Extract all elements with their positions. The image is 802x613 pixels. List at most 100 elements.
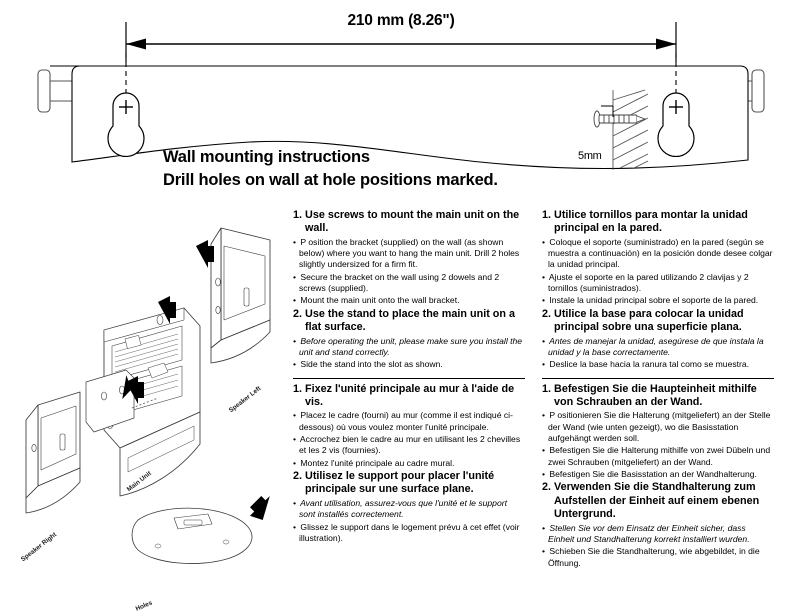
bullet-dot: •	[293, 335, 297, 346]
instruction-bullet: • Secure the bracket on the wall using 2…	[293, 272, 525, 295]
stand-base-graphic	[131, 507, 253, 564]
language-block-french: 1. Fixez l'unité principale au mur à l'a…	[293, 377, 525, 545]
keyhole-right	[657, 92, 695, 158]
step-heading: 2. Utilisez le support pour placer l'uni…	[293, 470, 525, 497]
bullet-dot: •	[542, 410, 546, 421]
speaker-right-graphic	[25, 391, 81, 514]
step-number: 1.	[542, 209, 555, 221]
step-number: 1.	[293, 209, 306, 221]
arrow-speaker-left-lower	[158, 296, 176, 324]
bullet-text: Befestigen Sie die Halterung mithilfe vo…	[547, 445, 771, 467]
section-divider	[542, 377, 774, 379]
language-block-german: 1. Befestigen Sie die Haupteinheit mithi…	[542, 377, 774, 569]
instruction-bullet: • Antes de manejar la unidad, asegúrese …	[542, 336, 774, 359]
bullet-text: Instale la unidad principal sobre el sop…	[547, 295, 759, 306]
wall-bracket-graphic	[85, 369, 135, 433]
step-title: Utilisez le support pour placer l'unité …	[305, 470, 495, 496]
bullet-dot: •	[293, 236, 297, 247]
arrow-speaker-left-upper	[196, 240, 214, 268]
instruction-bullet: • Glissez le support dans le logement pr…	[293, 522, 525, 545]
instructions-area: 1. Use screws to mount the main unit on …	[293, 208, 793, 570]
instruction-bullet: • Placez le cadre (fourni) au mur (comme…	[293, 410, 525, 433]
instruction-bullet: • Befestigen Sie die Halterung mithilfe …	[542, 445, 774, 468]
bullet-text: P osition the bracket (supplied) on the …	[298, 236, 520, 270]
dimension-annotation: 210 mm (8.26")	[0, 0, 802, 62]
screw-in-wall-graphic	[593, 110, 647, 128]
step-title: Use screws to mount the main unit on the…	[305, 209, 520, 235]
step-title: Use the stand to place the main unit on …	[305, 307, 515, 334]
bullet-text: Deslice la base hacia la ranura tal como…	[547, 359, 750, 370]
bullet-text: Secure the bracket on the wall using 2 d…	[298, 271, 500, 294]
step-number: 2.	[293, 307, 306, 320]
language-block-spanish: 1. Utilice tornillos para montar la unid…	[542, 209, 774, 371]
bullet-dot: •	[293, 434, 297, 445]
template-body-outline	[50, 65, 749, 170]
instruction-bullet: • P osition the bracket (supplied) on th…	[293, 237, 525, 271]
bullet-text: Avant utilisation, assurez-vous que l'un…	[298, 497, 507, 520]
instruction-column-right: 1. Utilice tornillos para montar la unid…	[542, 208, 774, 570]
bullet-dot: •	[293, 271, 297, 282]
bracket-left-tab	[37, 69, 75, 160]
step-title: Utilice la base para colocar la unidad p…	[554, 307, 744, 334]
bullet-text: Schieben Sie die Standhalterung, wie abg…	[547, 546, 760, 568]
step-title: Befestigen Sie die Haupteinheit mithilfe…	[554, 382, 757, 408]
instruction-bullet: • Schieben Sie die Standhalterung, wie a…	[542, 546, 774, 569]
bullet-dot: •	[293, 521, 297, 532]
bullet-dot: •	[542, 335, 546, 346]
bullet-dot: •	[542, 445, 546, 456]
bullet-dot: •	[542, 469, 546, 480]
language-block-english: 1. Use screws to mount the main unit on …	[293, 209, 525, 371]
product-line-art	[25, 227, 271, 564]
step-title: Utilice tornillos para montar la unidad …	[554, 209, 748, 235]
bullet-text: Before operating the unit, please make s…	[298, 335, 523, 357]
holes-leader-line	[131, 397, 159, 409]
instruction-bullet: • Instale la unidad principal sobre el s…	[542, 295, 774, 306]
bullet-text: Ajuste el soporte en la pared utilizando…	[547, 271, 749, 294]
instruction-bullet: • Montez l'unité principale au cadre mur…	[293, 458, 525, 469]
instruction-bullet: • Avant utilisation, assurez-vous que l'…	[293, 498, 525, 521]
bullet-dot: •	[542, 522, 546, 533]
template-outline-graphic	[37, 44, 765, 170]
template-heading-line2: Drill holes on wall at hole positions ma…	[163, 170, 498, 189]
instruction-bullet: • Stellen Sie vor dem Einsatz der Einhei…	[542, 523, 774, 546]
step-heading: 1. Fixez l'unité principale au mur à l'a…	[293, 383, 525, 410]
bullet-dot: •	[293, 457, 297, 468]
bullet-dot: •	[542, 236, 546, 247]
dimension-label: 210 mm (8.26")	[347, 12, 455, 29]
bullet-dot: •	[293, 359, 297, 370]
instruction-bullet: • Ajuste el soporte en la pared utilizan…	[542, 272, 774, 295]
screw-depth-label: 5mm	[578, 150, 602, 162]
steps-spanish: 1. Utilice tornillos para montar la unid…	[542, 209, 774, 371]
template-heading: Wall mounting instructions Drill holes o…	[163, 146, 498, 192]
arrow-stand-base	[249, 495, 270, 521]
steps-french: 1. Fixez l'unité principale au mur à l'a…	[293, 383, 525, 545]
steps-german: 1. Befestigen Sie die Haupteinheit mithi…	[542, 383, 774, 569]
bullet-text: Antes de manejar la unidad, asegúrese de…	[547, 335, 764, 357]
bullet-text: Placez le cadre (fourni) au mur (comme i…	[298, 410, 513, 432]
label-holes: Holes	[134, 599, 154, 613]
bullet-dot: •	[293, 497, 297, 508]
instruction-bullet: • Accrochez bien le cadre au mur en util…	[293, 434, 525, 457]
instruction-bullet: • Side the stand into the slot as shown.	[293, 359, 525, 370]
bullet-dot: •	[542, 271, 546, 282]
screw-depth-leader	[601, 105, 614, 117]
step-heading: 1. Befestigen Sie die Haupteinheit mithi…	[542, 383, 774, 410]
step-title: Fixez l'unité principale au mur à l'aide…	[305, 382, 515, 408]
step-number: 2.	[542, 481, 555, 494]
step-number: 1.	[542, 382, 555, 395]
instruction-bullet: • P ositionieren Sie die Halterung (mitg…	[542, 410, 774, 444]
speaker-left-graphic	[210, 227, 271, 364]
instruction-bullet: • Before operating the unit, please make…	[293, 336, 525, 359]
step-heading: 2. Use the stand to place the main unit …	[293, 308, 525, 335]
steps-english: 1. Use screws to mount the main unit on …	[293, 209, 525, 371]
step-heading: 1. Utilice tornillos para montar la unid…	[542, 209, 774, 236]
instruction-bullet: • Befestigen Sie die Basisstation an der…	[542, 469, 774, 480]
wall-template-drawing: Wall mounting instructions Drill holes o…	[0, 44, 802, 210]
bullet-text: Befestigen Sie die Basisstation an der W…	[547, 469, 757, 480]
arrow-speaker-right	[122, 375, 140, 400]
bullet-text: Glissez le support dans le logement prév…	[298, 521, 520, 543]
instruction-column-left: 1. Use screws to mount the main unit on …	[293, 208, 525, 570]
step-number: 1.	[293, 382, 306, 395]
template-heading-line1: Wall mounting instructions	[163, 148, 370, 166]
bullet-dot: •	[542, 359, 546, 370]
